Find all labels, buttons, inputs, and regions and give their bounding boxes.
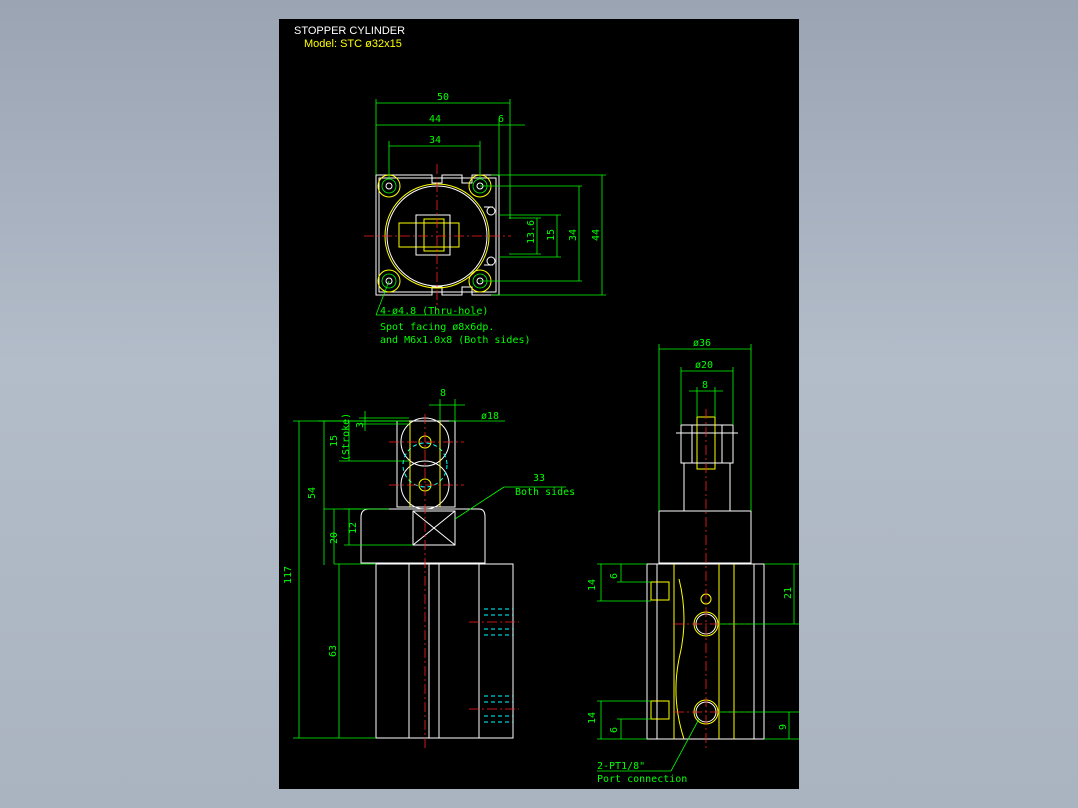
side-dim-33: 33 bbox=[533, 473, 545, 484]
front-dim-8: 8 bbox=[702, 380, 708, 391]
front-dim-14a: 14 bbox=[587, 579, 598, 591]
front-dim-14b: 14 bbox=[587, 712, 598, 724]
hole-note-2: Spot facing ø8x6dp. bbox=[380, 322, 494, 333]
side-dim-phi18: ø18 bbox=[481, 411, 499, 422]
dim-44-v: 44 bbox=[591, 229, 602, 241]
front-dim-9: 9 bbox=[778, 724, 789, 730]
front-view: ø36 ø20 8 6 14 21 6 14 9 2-PT1/8" P bbox=[587, 338, 799, 785]
side-dim-15: 15 bbox=[329, 435, 340, 447]
dim-50: 50 bbox=[437, 92, 449, 103]
side-dim-20: 20 bbox=[329, 532, 340, 544]
dim-6: 6 bbox=[498, 114, 504, 125]
model-label: Model: STC ø32x15 bbox=[304, 38, 402, 50]
front-dim-6b: 6 bbox=[609, 727, 620, 733]
port-note-1: 2-PT1/8" bbox=[597, 761, 645, 772]
cad-drawing: STOPPER CYLINDER Model: STC ø32x15 50 44 bbox=[283, 25, 799, 785]
dim-44: 44 bbox=[429, 114, 441, 125]
hole-note-1: 4-ø4.8 (Thru-hole) bbox=[380, 306, 488, 317]
drawing-title: STOPPER CYLINDER bbox=[294, 25, 405, 37]
front-dim-phi36: ø36 bbox=[693, 338, 711, 349]
side-dim-8: 8 bbox=[440, 388, 446, 399]
port-note-2: Port connection bbox=[597, 774, 687, 785]
front-dim-21: 21 bbox=[783, 587, 794, 599]
side-dim-63: 63 bbox=[328, 645, 339, 657]
side-dim-12: 12 bbox=[348, 522, 359, 534]
dim-15: 15 bbox=[546, 229, 557, 241]
side-dim-117: 117 bbox=[283, 566, 294, 584]
side-dim-3: 3 bbox=[355, 422, 366, 428]
front-dim-6a: 6 bbox=[609, 573, 620, 579]
side-view: 8 ø18 33 Both sides 3 15 (Stroke) 54 12 … bbox=[283, 388, 575, 749]
side-both-sides: Both sides bbox=[515, 487, 575, 498]
side-stroke: (Stroke) bbox=[341, 413, 352, 461]
dim-34: 34 bbox=[429, 135, 441, 146]
hole-note-3: and M6x1.0x8 (Both sides) bbox=[380, 335, 531, 346]
dim-13-6: 13.6 bbox=[526, 220, 537, 244]
drawing-sheet: STOPPER CYLINDER Model: STC ø32x15 50 44 bbox=[279, 19, 799, 789]
top-view: 50 44 6 34 13.6 15 34 44 4-ø4.8 (Thru-ho… bbox=[364, 92, 606, 346]
side-dim-54: 54 bbox=[307, 487, 318, 499]
dim-34-v: 34 bbox=[568, 229, 579, 241]
front-dim-phi20: ø20 bbox=[695, 360, 713, 371]
